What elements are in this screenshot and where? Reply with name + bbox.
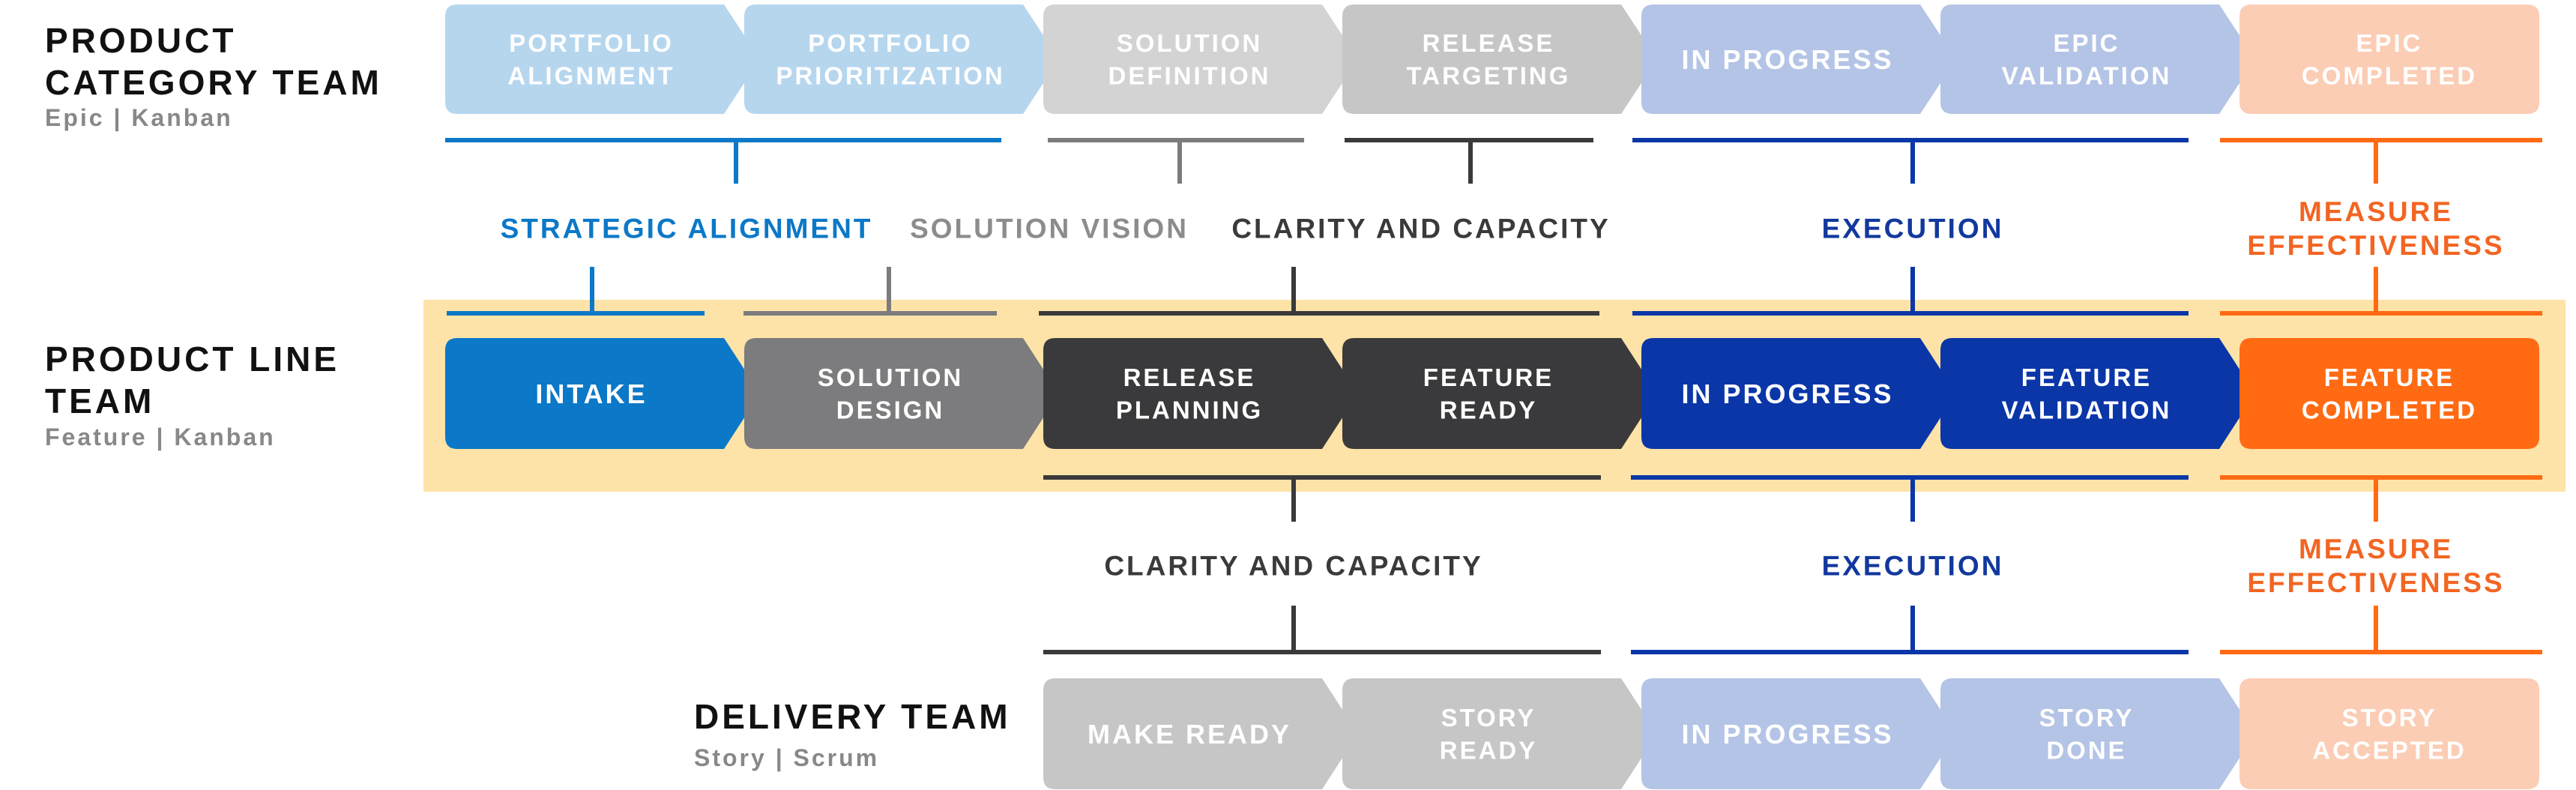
product-category-stage-in-progress: IN PROGRESS: [1641, 4, 1956, 114]
delivery-stage-in-progress-shape: [1641, 678, 1956, 789]
product-category-stage-release-targeting-shape: [1342, 4, 1657, 114]
lower_groups-label-clarity-and-capacity: CLARITY AND CAPACITY: [1104, 550, 1482, 581]
product-category-stage-release-targeting: RELEASE TARGETING: [1342, 4, 1657, 114]
upper_groups-label-measure-effectiveness-1: MEASURE: [2299, 196, 2453, 227]
product-category-stage-epic-completed-label-1: EPIC: [2356, 29, 2422, 57]
product-category-stage-portfolio-alignment-shape: [445, 4, 760, 114]
product-line-stage-feature-validation-shape: [1940, 338, 2255, 449]
product-category-stage-epic-validation: EPIC VALIDATION: [1940, 4, 2255, 114]
connector-lines: [445, 138, 2542, 654]
product-line-stage-feature-completed-label-1: FEATURE: [2324, 364, 2455, 391]
product-category-stage-release-targeting-label-1: RELEASE: [1423, 29, 1555, 57]
product-line-stage-in-progress-shape: [1641, 338, 1956, 449]
lower_groups-label-execution: EXECUTION: [1822, 550, 2004, 581]
delivery-stage-story-ready-label-2: READY: [1440, 737, 1538, 765]
group-labels: STRATEGIC ALIGNMENT SOLUTION VISION CLARIT…: [501, 196, 2504, 598]
product-line-stage-release-planning: RELEASE PLANNING: [1043, 338, 1358, 449]
upper_groups-label-execution: EXECUTION: [1822, 213, 2004, 244]
product-line-stage-intake-label-1: INTAKE: [535, 379, 647, 409]
product-line-stage-solution-design-label-2: DESIGN: [836, 396, 945, 424]
delivery-stage-make-ready-label-1: MAKE READY: [1088, 719, 1291, 750]
product-line-stage-solution-design-label-1: SOLUTION: [818, 364, 964, 391]
upper_groups-label-strategic-alignment: STRATEGIC ALIGNMENT: [501, 213, 873, 244]
product-line-stage-feature-ready-label-2: READY: [1440, 396, 1538, 424]
product-category-stage-epic-completed-label-2: COMPLETED: [2302, 62, 2477, 90]
product-line-stage-feature-completed-shape: [2239, 338, 2539, 449]
delivery-stage-in-progress-label-1: IN PROGRESS: [1681, 719, 1893, 750]
product-category-stage-epic-validation-label-1: EPIC: [2053, 29, 2120, 57]
delivery-stage-story-done: STORY DONE: [1940, 678, 2255, 789]
product-category-stage-portfolio-prioritization-label-2: PRIORITIZATION: [776, 62, 1004, 90]
product-line-team-title-2: TEAM: [45, 382, 154, 420]
product-line-stage-feature-ready-label-1: FEATURE: [1423, 364, 1554, 391]
product-line-stage-feature-completed: FEATURE COMPLETED: [2239, 338, 2539, 449]
product-category-stage-solution-definition: SOLUTION DEFINITION: [1043, 4, 1358, 114]
product-category-stage-solution-definition-label-2: DEFINITION: [1108, 62, 1271, 90]
product-category-stage-portfolio-prioritization-label-1: PORTFOLIO: [808, 29, 973, 57]
product-line-stage-intake-shape: [445, 338, 760, 449]
delivery-stage-make-ready: MAKE READY: [1043, 678, 1358, 789]
delivery-stage-story-accepted: STORY ACCEPTED: [2239, 678, 2539, 789]
delivery-stage-story-done-label-2: DONE: [2046, 737, 2126, 765]
delivery-stage-story-ready: STORY READY: [1342, 678, 1657, 789]
lower_groups-label-measure-effectiveness-1: MEASURE: [2299, 534, 2453, 564]
delivery-stage-story-ready-label-1: STORY: [1441, 704, 1536, 732]
product-category-team-title-2: CATEGORY TEAM: [45, 63, 382, 102]
delivery-stage-story-done-shape: [1940, 678, 2255, 789]
lower_groups-label-measure-effectiveness-2: EFFECTIVENESS: [2247, 567, 2504, 598]
product-line-stage-intake: INTAKE: [445, 338, 760, 449]
delivery-stage-make-ready-shape: [1043, 678, 1358, 789]
product-line-stage-release-planning-label-2: PLANNING: [1116, 396, 1263, 424]
product-category-team-title-1: PRODUCT: [45, 21, 236, 60]
product-line-stage-solution-design: SOLUTION DESIGN: [744, 338, 1059, 449]
product-category-stage-epic-completed-shape: [2239, 4, 2539, 114]
product-category-stage-portfolio-prioritization-shape: [744, 4, 1059, 114]
product-category-stage-portfolio-alignment: PORTFOLIO ALIGNMENT: [445, 4, 760, 114]
delivery-stage-story-accepted-label-1: STORY: [2342, 704, 2437, 732]
product-category-stage-solution-definition-shape: [1043, 4, 1358, 114]
product-category-stage-solution-definition-label-1: SOLUTION: [1117, 29, 1263, 57]
product-category-stage-epic-validation-label-2: VALIDATION: [2002, 62, 2172, 90]
delivery-stage-story-done-label-1: STORY: [2039, 704, 2135, 732]
product-category-stage-epic-validation-shape: [1940, 4, 2255, 114]
stage-rows: PORTFOLIO ALIGNMENT PORTFOLIO PRIORITIZATIO…: [445, 4, 2539, 789]
product-category-stage-epic-completed: EPIC COMPLETED: [2239, 4, 2539, 114]
delivery-stage-story-ready-shape: [1342, 678, 1657, 789]
product-line-stage-in-progress-label-1: IN PROGRESS: [1681, 379, 1893, 409]
product-line-stage-in-progress: IN PROGRESS: [1641, 338, 1956, 449]
product-line-stage-feature-validation: FEATURE VALIDATION: [1940, 338, 2255, 449]
product-line-team-subtitle: Feature | Kanban: [45, 423, 276, 450]
product-line-stage-feature-validation-label-2: VALIDATION: [2002, 396, 2172, 424]
delivery-team-subtitle: Story | Scrum: [694, 744, 879, 771]
product-category-stage-in-progress-shape: [1641, 4, 1956, 114]
product-line-stage-feature-validation-label-1: FEATURE: [2021, 364, 2152, 391]
product-category-stage-portfolio-prioritization: PORTFOLIO PRIORITIZATION: [744, 4, 1059, 114]
upper_groups-label-clarity-and-capacity: CLARITY AND CAPACITY: [1231, 213, 1610, 244]
product-category-stage-portfolio-alignment-label-1: PORTFOLIO: [509, 29, 674, 57]
product-line-stage-release-planning-shape: [1043, 338, 1358, 449]
product-line-stage-feature-ready: FEATURE READY: [1342, 338, 1657, 449]
product-line-stage-release-planning-label-1: RELEASE: [1123, 364, 1256, 391]
upper_groups-label-solution-vision: SOLUTION VISION: [910, 213, 1189, 244]
product-category-stage-portfolio-alignment-label-2: ALIGNMENT: [507, 62, 675, 90]
product-line-stage-feature-completed-label-2: COMPLETED: [2302, 396, 2477, 424]
product-category-stage-release-targeting-label-2: TARGETING: [1407, 62, 1571, 90]
delivery-stage-in-progress: IN PROGRESS: [1641, 678, 1956, 789]
delivery-stage-story-accepted-label-2: ACCEPTED: [2312, 737, 2467, 765]
delivery-stage-story-accepted-shape: [2239, 678, 2539, 789]
product-line-stage-solution-design-shape: [744, 338, 1059, 449]
product-line-stage-feature-ready-shape: [1342, 338, 1657, 449]
upper_groups-label-measure-effectiveness-2: EFFECTIVENESS: [2247, 230, 2504, 261]
delivery-team-title-1: DELIVERY TEAM: [694, 697, 1011, 736]
product-line-team-title-1: PRODUCT LINE: [45, 340, 340, 379]
product-category-team-subtitle: Epic | Kanban: [45, 104, 233, 131]
product-category-stage-in-progress-label-1: IN PROGRESS: [1681, 44, 1893, 75]
